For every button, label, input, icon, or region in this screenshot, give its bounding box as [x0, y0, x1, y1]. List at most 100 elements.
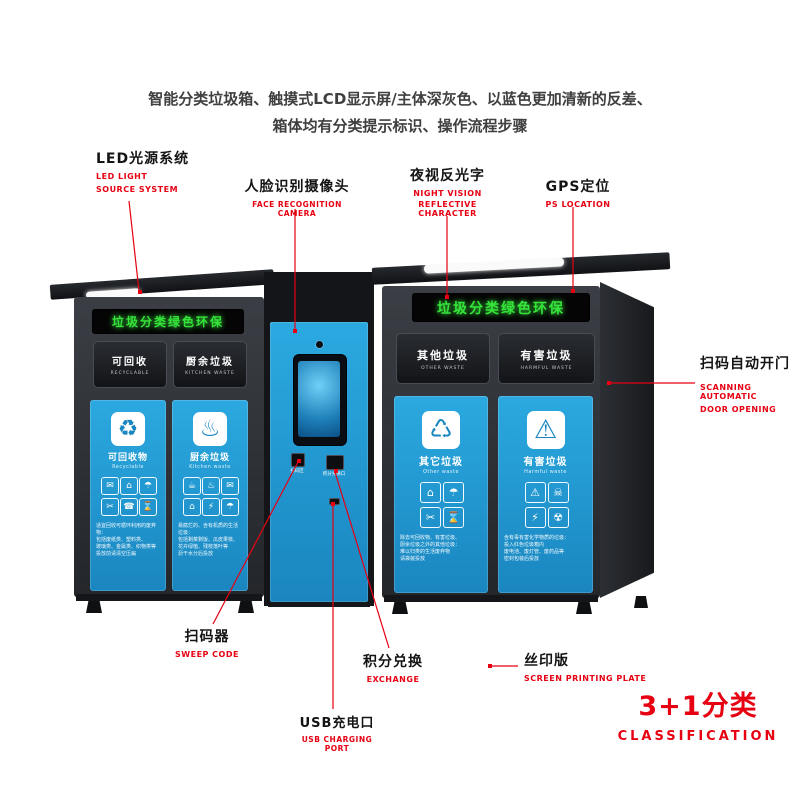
- door-other-label: 其他垃圾: [417, 348, 469, 362]
- header-line1: 智能分类垃圾箱、触摸式LCD显示屏/主体深灰色、以蓝色更加清新的反差、: [148, 90, 652, 108]
- callout-screen-print-en: SCREEN PRINTING PLATE: [524, 674, 647, 683]
- fine-print-line: 易腐烂的、含有机质的生活垃圾：: [178, 523, 239, 536]
- panel-other-label: 其它垃圾: [419, 457, 463, 468]
- fine-print-line: 包括废纸类、塑料类、: [96, 537, 147, 543]
- kitchen-waste-icon: ♨: [193, 412, 227, 446]
- door-kitchen-en: KITCHEN WASTE: [185, 371, 235, 376]
- harmful-waste-icon: ⚠: [526, 411, 565, 449]
- callout-night-vision: 夜视反光字 NIGHT VISION REFLECTIVE CHARACTER: [390, 165, 505, 218]
- callout-sweep-en: SWEEP CODE: [175, 650, 239, 659]
- door-recyclable: 可回收 RECYCLABLE: [93, 341, 167, 388]
- panel-kitchen-label: 厨余垃圾: [189, 453, 230, 463]
- callout-scan-door-title: 扫码自动开门: [700, 356, 790, 372]
- recyclable-icon: ♻: [111, 412, 145, 446]
- callout-classification: 3+1分类 CLASSIFICATION: [598, 684, 798, 744]
- callout-scan-door-en2: DOOR OPENING: [700, 405, 777, 414]
- cabinet-foot: [576, 602, 592, 614]
- door-other-waste: 其他垃圾 OTHER WASTE: [396, 333, 490, 384]
- leader-dot-screen-print: [488, 664, 492, 668]
- grid-icon: ⚠: [524, 482, 546, 503]
- callout-scan-door: 扫码自动开门 SCANNING AUTOMATIC DOOR OPENING: [700, 353, 796, 414]
- fine-print-line: 玻璃类、金属类、织物类等: [96, 544, 157, 550]
- door-kitchen-label: 厨余垃圾: [186, 357, 234, 368]
- fine-print-line: 含有毒有害化学物质的垃圾：: [504, 535, 570, 541]
- header-line2: 箱体均有分类提示标识、操作流程步骤: [272, 117, 528, 135]
- panel-other-en: Other waste: [422, 469, 460, 475]
- right-cabinet-side: [600, 282, 654, 598]
- harmful-waste-icon-glyph: ⚠: [533, 415, 558, 445]
- kitchen-item-grid: ☕ ♨ ✉ ⌂ ⚡ ☂: [183, 477, 239, 516]
- door-other-en: OTHER WASTE: [421, 365, 465, 371]
- fine-print-line: 沥干水分后投放: [178, 551, 214, 557]
- harmful-item-grid: ⚠ ☠ ⚡ ☢: [524, 482, 569, 528]
- callout-usb: USB充电口 USB CHARGING PORT: [290, 712, 384, 753]
- left-led-text: 垃圾分类绿色环保: [111, 315, 224, 329]
- panel-harmful-en: Harmful waste: [524, 469, 567, 475]
- cabinet-foot: [86, 601, 102, 613]
- callout-exchange-title: 积分兑换: [363, 654, 423, 670]
- panel-recyclable-label: 可回收物: [107, 453, 148, 463]
- header: 智能分类垃圾箱、触摸式LCD显示屏/主体深灰色、以蓝色更加清新的反差、 箱体均有…: [0, 86, 800, 140]
- callout-sweep-title: 扫码器: [184, 629, 230, 645]
- grid-icon: ⌂: [183, 498, 201, 516]
- fine-print-line: 投入红色垃圾箱内: [504, 542, 545, 548]
- grid-icon: ♨: [202, 477, 220, 495]
- callout-screen-print: 丝印版 SCREEN PRINTING PLATE: [524, 650, 654, 683]
- grid-icon: ☂: [221, 498, 239, 516]
- face-recognition-camera: [315, 340, 324, 349]
- callout-night-en1: NIGHT VISION: [413, 189, 482, 198]
- cabinet-foot: [634, 596, 648, 608]
- grid-icon: ✂: [420, 507, 441, 528]
- right-led-display: 垃圾分类绿色环保: [412, 293, 590, 322]
- fine-print-line: 废电池、废灯管、废药品等: [504, 549, 565, 555]
- panel-kitchen-fine-print: 易腐烂的、含有机质的生活垃圾： 包括剩菜剩饭、瓜皮果核、 花卉绿植、残枝落叶等 …: [172, 523, 248, 558]
- callout-night-en2: REFLECTIVE CHARACTER: [418, 200, 477, 218]
- callout-usb-title: USB充电口: [299, 716, 375, 731]
- callout-led-en2: SOURCE SYSTEM: [96, 185, 179, 194]
- callout-usb-en: USB CHARGING PORT: [301, 735, 373, 753]
- callout-led-en1: LED LIGHT: [96, 172, 148, 181]
- door-harmful-label: 有害垃圾: [520, 348, 573, 362]
- kitchen-waste-icon-glyph: ♨: [199, 415, 221, 442]
- panel-kitchen-waste: ♨ 厨余垃圾 Kitchen waste ☕ ♨ ✉ ⌂ ⚡ ☂ 易腐烂的、含有…: [172, 400, 248, 591]
- callout-gps-en: PS LOCATION: [545, 200, 611, 209]
- grid-icon: ⚡: [202, 498, 220, 516]
- callout-gps-title: GPS定位: [545, 179, 611, 195]
- grid-icon: ⌛: [139, 498, 157, 516]
- panel-other-waste: ♺ 其它垃圾 Other waste ⌂ ☂ ✂ ⌛ 除去可回收物、有害垃圾、 …: [394, 396, 488, 593]
- callout-gps: GPS定位 PS LOCATION: [536, 176, 620, 209]
- door-recyclable-en: RECYCLABLE: [110, 371, 150, 376]
- right-cabinet-base: [384, 595, 598, 602]
- fine-print-line: 除去可回收物、有害垃圾、: [400, 535, 461, 541]
- grid-icon: ⌂: [420, 482, 441, 503]
- classification-title: 3+1分类: [638, 691, 758, 722]
- grid-icon: ☕: [183, 477, 201, 495]
- left-cabinet-base: [76, 594, 262, 601]
- callout-led-light: LED光源系统 LED LIGHT SOURCE SYSTEM: [96, 148, 216, 194]
- fine-print-line: 投放前请清空压扁: [96, 551, 137, 557]
- callout-screen-print-title: 丝印版: [524, 653, 569, 669]
- fine-print-line: 厨余垃圾之外的其他垃圾：: [400, 542, 461, 548]
- grid-icon: ⚡: [524, 507, 546, 528]
- fine-print-line: 花卉绿植、残枝落叶等: [178, 544, 229, 550]
- panel-recyclable-en: Recyclable: [112, 464, 144, 470]
- callout-night-title: 夜视反光字: [410, 168, 485, 184]
- callout-exchange-en: EXCHANGE: [366, 675, 420, 684]
- door-harmful-en: HARMFUL WASTE: [520, 365, 573, 371]
- other-waste-icon: ♺: [422, 411, 460, 449]
- grid-icon: ☠: [547, 482, 569, 503]
- callout-sweep-code: 扫码器 SWEEP CODE: [172, 626, 242, 659]
- panel-harmful-label: 有害垃圾: [523, 457, 568, 468]
- callout-led-title: LED光源系统: [96, 151, 190, 167]
- middle-tower-base: [268, 602, 370, 607]
- door-kitchen-waste: 厨余垃圾 KITCHEN WASTE: [173, 341, 247, 388]
- left-led-display: 垃圾分类绿色环保: [92, 309, 244, 334]
- left-canopy: [49, 269, 275, 300]
- usb-charging-port: [329, 498, 340, 505]
- fine-print-line: 难以归类的生活废弃物: [400, 549, 451, 555]
- grid-icon: ⌂: [120, 477, 138, 495]
- fine-print-line: 适宜回收可循环利用的废弃物：: [96, 523, 157, 536]
- recyclable-icon-glyph: ♻: [117, 415, 139, 442]
- grid-icon: ☢: [547, 507, 569, 528]
